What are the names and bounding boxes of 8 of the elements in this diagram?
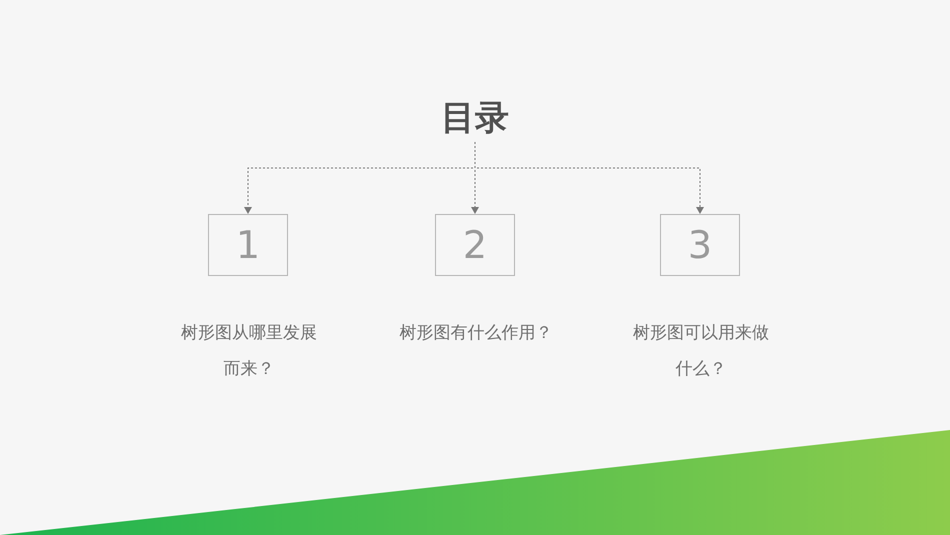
question-text: 树形图有什么作用？: [398, 322, 554, 345]
question-text: 树形图从哪里发展而来？: [180, 322, 318, 381]
box-number: 2: [462, 223, 488, 267]
box-number: 1: [234, 223, 262, 267]
arrow: [474, 142, 704, 214]
box-number: 3: [686, 223, 714, 267]
question-text: 树形图可以用来做什么？: [632, 322, 770, 381]
title-text: 目录: [430, 96, 520, 140]
